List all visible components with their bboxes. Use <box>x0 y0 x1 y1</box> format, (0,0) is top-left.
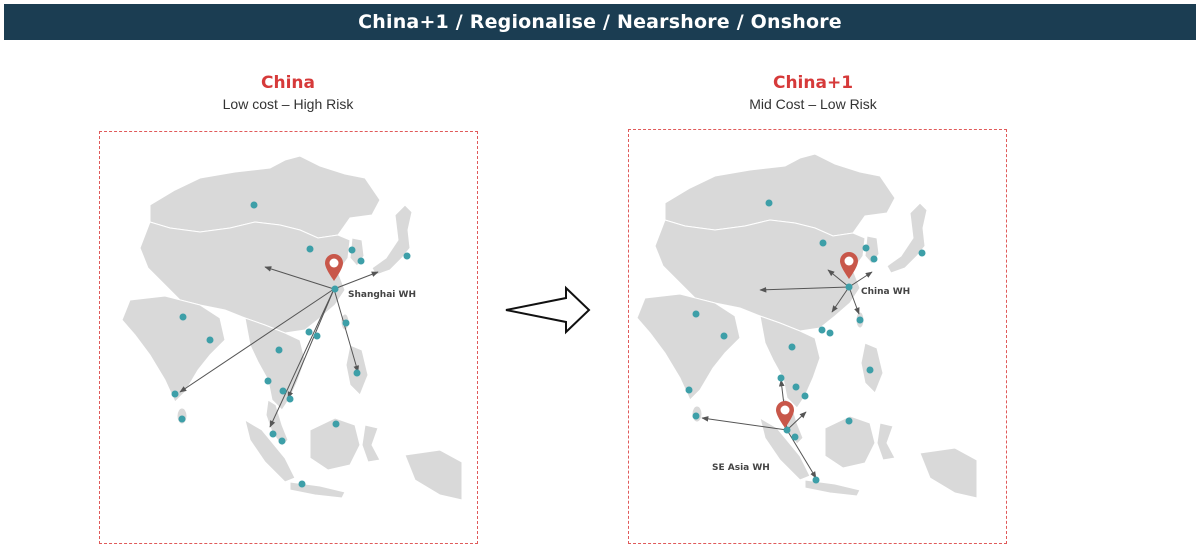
destination-dot-icon <box>856 316 864 324</box>
right-panel-heading: China+1 Mid Cost – Low Risk <box>663 73 963 113</box>
right-panel-subtitle: Mid Cost – Low Risk <box>749 96 877 112</box>
location-pin-icon <box>776 401 794 428</box>
destination-dot-icon <box>791 433 799 441</box>
left-panel-title: China <box>261 73 315 93</box>
right-china-warehouse-label: China WH <box>861 287 911 297</box>
destination-dot-icon <box>279 387 287 395</box>
left-map-frame <box>99 131 478 544</box>
destination-dot-icon <box>357 257 365 265</box>
destination-dot-icon <box>777 374 785 382</box>
destination-dot-icon <box>818 326 826 334</box>
location-pin-icon <box>325 254 343 281</box>
destination-dot-icon <box>178 415 186 423</box>
transition-arrow-icon <box>505 285 591 335</box>
destination-dot-icon <box>313 332 321 340</box>
left-land-mass <box>121 155 463 501</box>
left-shipping-routes <box>179 266 379 428</box>
right-panel-title: China+1 <box>772 73 854 93</box>
destination-dot-icon <box>264 377 272 385</box>
destination-dot-icon <box>870 255 878 263</box>
destination-dot-icon <box>331 285 339 293</box>
destination-dot-icon <box>286 395 294 403</box>
destination-dot-icon <box>720 332 728 340</box>
destination-dot-icon <box>862 244 870 252</box>
destination-dot-icon <box>332 420 340 428</box>
destination-dot-icon <box>250 201 258 209</box>
destination-dot-icon <box>278 437 286 445</box>
destination-dot-icon <box>306 245 314 253</box>
destination-dot-icon <box>348 246 356 254</box>
destination-dot-icon <box>179 313 187 321</box>
destination-dot-icon <box>765 199 773 207</box>
destination-dot-icon <box>783 426 791 434</box>
right-china-routes <box>759 269 873 315</box>
left-panel-subtitle: Low cost – High Risk <box>222 96 354 112</box>
destination-dot-icon <box>305 328 313 336</box>
destination-dot-icon <box>171 390 179 398</box>
destination-dot-icon <box>403 252 411 260</box>
destination-dot-icon <box>275 346 283 354</box>
destination-dot-icon <box>845 283 853 291</box>
destination-dot-icon <box>206 336 214 344</box>
destination-dot-icon <box>685 386 693 394</box>
destination-dot-icon <box>269 430 277 438</box>
right-destination-dots <box>685 199 926 484</box>
left-warehouse-label: Shanghai WH <box>348 290 416 300</box>
destination-dot-icon <box>826 329 834 337</box>
left-destination-dots <box>171 201 411 488</box>
destination-dot-icon <box>866 366 874 374</box>
destination-dot-icon <box>788 343 796 351</box>
destination-dot-icon <box>792 383 800 391</box>
right-map-frame <box>628 129 1007 544</box>
destination-dot-icon <box>801 392 809 400</box>
header-banner: China+1 / Regionalise / Nearshore / Onsh… <box>4 4 1196 40</box>
destination-dot-icon <box>845 417 853 425</box>
destination-dot-icon <box>819 239 827 247</box>
location-pin-icon <box>840 252 858 279</box>
left-panel-heading: China Low cost – High Risk <box>138 73 438 113</box>
destination-dot-icon <box>353 369 361 377</box>
right-seasia-warehouse-label: SE Asia WH <box>712 463 770 473</box>
destination-dot-icon <box>298 480 306 488</box>
destination-dot-icon <box>692 310 700 318</box>
right-land-mass <box>636 153 978 499</box>
destination-dot-icon <box>812 476 820 484</box>
destination-dot-icon <box>342 319 350 327</box>
destination-dot-icon <box>692 412 700 420</box>
destination-dot-icon <box>918 249 926 257</box>
header-title: China+1 / Regionalise / Nearshore / Onsh… <box>358 11 842 33</box>
